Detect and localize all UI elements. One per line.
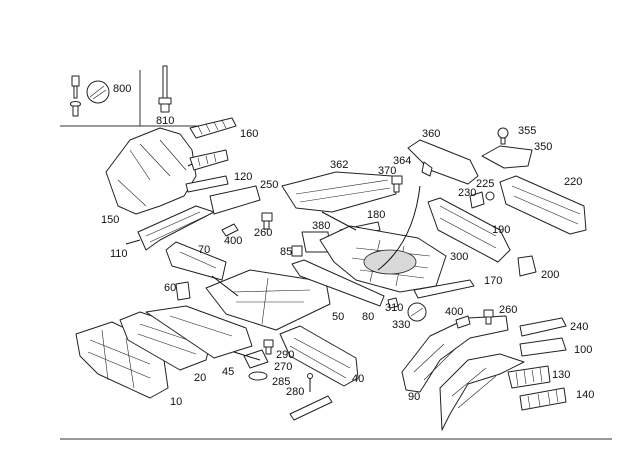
callout-370: 370 [378, 165, 396, 177]
callout-300: 300 [450, 251, 468, 263]
callout-10: 10 [170, 396, 182, 408]
callout-130: 130 [552, 369, 570, 381]
rail-80 [291, 259, 385, 307]
callout-40: 40 [352, 373, 364, 385]
tank-strap-360 [407, 139, 479, 185]
callout-350: 350 [534, 141, 552, 153]
callout-225: 225 [476, 178, 494, 190]
reinforcement-100 [519, 337, 567, 357]
panel-140 [519, 387, 567, 411]
callout-110: 110 [110, 248, 128, 260]
bracket-350 [481, 145, 533, 169]
front-floor-50 [205, 269, 331, 331]
bracket-200 [517, 255, 537, 277]
callout-85: 85 [280, 246, 292, 258]
screw-800-icon [70, 75, 110, 117]
callout-50: 50 [332, 311, 344, 323]
plug-285-icon [248, 371, 268, 381]
callout-200: 200 [541, 269, 559, 281]
callout-330: 330 [392, 319, 410, 331]
rod-280 [289, 373, 333, 421]
callout-170: 170 [484, 275, 502, 287]
callout-400-right: 400 [445, 306, 463, 318]
bolt-810-icon [158, 65, 172, 113]
hardware-inset [60, 65, 198, 127]
clip-310-icon [387, 297, 399, 309]
callout-362: 362 [330, 159, 348, 171]
panel-130 [507, 365, 551, 389]
leader-lines [125, 163, 421, 361]
callout-150: 150 [101, 214, 119, 226]
screw-355-icon [497, 127, 509, 145]
callout-280: 280 [286, 386, 304, 398]
callout-355: 355 [518, 125, 536, 137]
callout-240: 240 [570, 321, 588, 333]
rear-floor-300 [319, 225, 447, 293]
callout-160: 160 [240, 128, 258, 140]
callout-800: 800 [113, 83, 131, 95]
bolt-260b-icon [483, 309, 494, 325]
rear-longitudinal-190 [427, 197, 511, 263]
seat-crossmember-70 [165, 241, 227, 281]
callout-810: 810 [156, 115, 174, 127]
bracket-60 [175, 281, 191, 301]
callout-380: 380 [312, 220, 330, 232]
callout-labels: 800 810 160 150 120 250 110 70 400 260 3… [101, 83, 594, 408]
callout-230: 230 [458, 187, 476, 199]
callout-80: 80 [362, 311, 374, 323]
callout-90: 90 [408, 391, 420, 403]
bolt-290-icon [263, 339, 274, 355]
rubber-plug-400-icon [221, 223, 239, 237]
plug-400-icon [455, 315, 471, 329]
callout-220: 220 [564, 176, 582, 188]
callout-70: 70 [198, 244, 210, 256]
callout-190: 190 [492, 224, 510, 236]
panel-45 [145, 305, 253, 359]
plate-230 [469, 191, 485, 209]
callout-180: 180 [367, 209, 385, 221]
callout-285: 285 [272, 376, 290, 388]
callout-290: 290 [276, 349, 294, 361]
tunnel-40 [279, 325, 359, 387]
callout-140: 140 [576, 389, 594, 401]
trim-170 [413, 279, 475, 299]
callout-260-left: 260 [254, 227, 272, 239]
callout-400-left: 400 [224, 235, 242, 247]
front-wheelhouse-assembly [105, 117, 261, 251]
reinforcement-240 [519, 317, 567, 337]
cross-member-362 [281, 171, 397, 213]
callout-260-right: 260 [499, 304, 517, 316]
callout-250: 250 [260, 179, 278, 191]
callout-60: 60 [164, 282, 176, 294]
callout-360: 360 [422, 128, 440, 140]
bolt-370-icon [391, 175, 403, 193]
callout-270: 270 [274, 361, 292, 373]
callout-45: 45 [222, 366, 234, 378]
washer-330-icon [407, 302, 427, 322]
callout-364: 364 [393, 155, 411, 167]
callout-310: 310 [385, 302, 403, 314]
rear-wheelhouse-90 [401, 315, 525, 431]
callout-20: 20 [194, 372, 206, 384]
bumper-support-220 [499, 175, 587, 235]
bolt-260-icon [261, 212, 273, 230]
bracket-85 [291, 245, 303, 257]
callout-100: 100 [574, 344, 592, 356]
bolt-225-icon [485, 191, 495, 201]
callout-120: 120 [234, 171, 252, 183]
